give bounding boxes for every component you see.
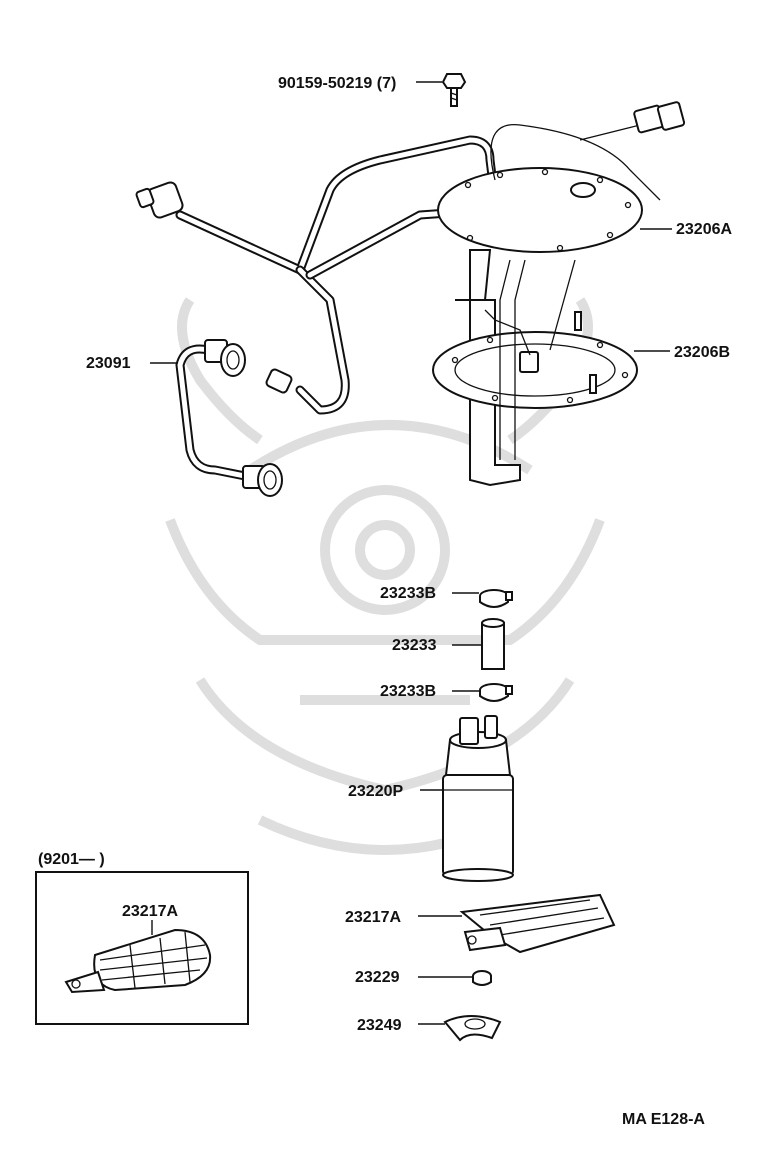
inset-box: (9201— ) 23217A xyxy=(35,851,249,1025)
label-bracket: 23249 xyxy=(357,1017,402,1034)
label-pump: 23220P xyxy=(348,783,403,800)
inset-filter-part xyxy=(64,928,212,994)
inset-header: (9201— ) xyxy=(38,851,105,868)
clamp-top-part xyxy=(479,589,513,608)
label-tube: 23233 xyxy=(392,637,437,654)
hose-part xyxy=(175,339,283,497)
label-clamp-bottom: 23233B xyxy=(380,683,436,700)
bolt-part xyxy=(441,73,467,107)
cushion-part xyxy=(472,970,492,986)
label-hose: 23091 xyxy=(86,355,131,372)
inset-part-label: 23217A xyxy=(122,903,178,920)
label-filter: 23217A xyxy=(345,909,401,926)
fuel-pump-part xyxy=(442,715,514,882)
tube-part xyxy=(481,618,505,670)
label-cushion: 23229 xyxy=(355,969,400,986)
fuel-filter-part xyxy=(459,893,616,954)
label-gauge-lower: 23206B xyxy=(674,344,730,361)
label-gauge-upper: 23206A xyxy=(676,221,732,238)
label-clamp-top: 23233B xyxy=(380,585,436,602)
clamp-bottom-part xyxy=(479,683,513,702)
label-bolt: 90159-50219 (7) xyxy=(278,75,396,92)
bracket-part xyxy=(443,1015,502,1042)
gauge-lower-plate xyxy=(432,259,638,487)
footer-code: MA E128-A xyxy=(622,1111,705,1128)
gauge-upper-plate xyxy=(437,101,686,301)
